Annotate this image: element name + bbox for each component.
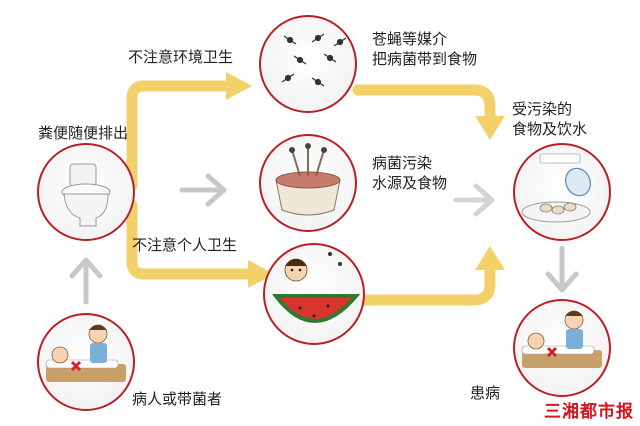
gray-arrow-water-to-food <box>453 183 495 217</box>
food-plate-icon <box>521 153 591 223</box>
sick-child-icon <box>521 310 602 368</box>
water-circle <box>259 134 357 232</box>
toilet-circle <box>37 143 135 241</box>
dirty-water-icon <box>275 143 341 216</box>
yellow-arrow-flies-to-food <box>352 84 505 140</box>
food-circle <box>513 143 611 241</box>
watermelon-child-icon <box>271 252 361 323</box>
label-flies-2: 把病菌带到食物 <box>372 50 478 68</box>
label-patient: 病人或带菌者 <box>132 390 223 408</box>
yellow-arrow-melon-to-food <box>354 246 505 306</box>
label-personal: 不注意个人卫生 <box>132 236 238 254</box>
yellow-arrow-to-melon <box>126 199 274 288</box>
yellow-arrow-to-flies <box>126 72 252 191</box>
label-toilet: 粪便随便排出 <box>38 124 129 142</box>
label-food-2: 食物及饮水 <box>512 120 588 138</box>
gray-arrow-toilet-to-water <box>179 173 227 207</box>
label-sick: 患病 <box>470 384 501 402</box>
label-water-2: 水源及食物 <box>372 174 448 192</box>
flies-icon <box>281 33 347 87</box>
melon-circle <box>263 243 365 345</box>
label-food-1: 受污染的 <box>512 100 573 118</box>
label-flies-1: 苍蝇等媒介 <box>372 30 448 48</box>
label-env: 不注意环境卫生 <box>128 48 234 66</box>
newspaper-logo: 三湘都市报 <box>544 402 634 422</box>
patient-circle <box>37 313 135 411</box>
sick-circle <box>513 299 611 397</box>
flies-circle <box>259 15 357 113</box>
toilet-icon <box>61 163 111 227</box>
sick-child-icon <box>45 324 126 382</box>
label-water-1: 病菌污染 <box>372 154 433 172</box>
gray-arrow-patient-to-toilet <box>69 257 103 305</box>
gray-arrow-food-to-sick <box>545 245 579 293</box>
